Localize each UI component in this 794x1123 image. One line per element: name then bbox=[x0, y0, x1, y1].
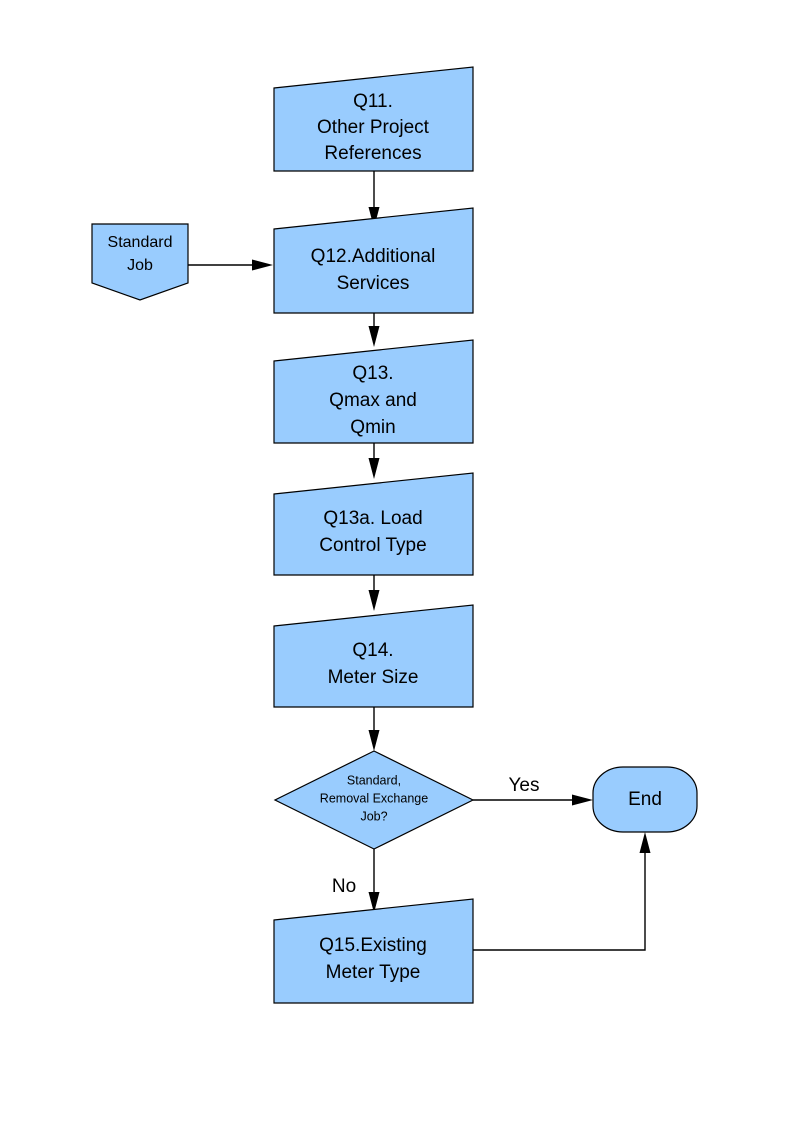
edge-q13a-q14 bbox=[368, 575, 380, 611]
node-q11-line-3: References bbox=[324, 143, 421, 164]
arrowhead-icon bbox=[368, 326, 380, 347]
edge-label-yes: Yes bbox=[509, 775, 540, 796]
edge-q14-decision bbox=[368, 707, 380, 751]
node-q15[interactable]: Q15.Existing Meter Type bbox=[273, 898, 474, 1004]
node-standard-job-line-2: Job bbox=[127, 257, 153, 274]
node-q14-line-2: Meter Size bbox=[328, 667, 419, 688]
node-q13a[interactable]: Q13a. Load Control Type bbox=[273, 472, 474, 576]
node-q12-line-1: Q12.Additional bbox=[311, 246, 436, 267]
node-q12-line-2: Services bbox=[337, 273, 410, 294]
node-q13a-line-2: Control Type bbox=[319, 535, 426, 556]
arrowhead-icon bbox=[572, 794, 593, 806]
node-q11-line-1: Q11. bbox=[353, 91, 393, 112]
arrowhead-icon bbox=[639, 832, 651, 853]
node-end-shape[interactable] bbox=[592, 766, 698, 833]
arrowhead-icon bbox=[368, 730, 380, 751]
node-decision-line-1: Standard, bbox=[347, 773, 401, 787]
node-decision[interactable]: Standard, Removal Exchange Job? bbox=[273, 750, 475, 850]
node-q12-shape[interactable] bbox=[273, 207, 474, 314]
edge-q13-q13a bbox=[368, 443, 380, 479]
node-q15-line-1: Q15.Existing bbox=[319, 935, 427, 956]
edge-line bbox=[472, 847, 646, 951]
edge-decision-q15: No bbox=[332, 849, 380, 913]
node-standard-job-line-1: Standard bbox=[108, 234, 173, 251]
node-standard-job-shape[interactable] bbox=[91, 223, 189, 301]
edge-q11-q12 bbox=[368, 171, 380, 228]
arrowhead-icon bbox=[368, 458, 380, 479]
node-q11-shape[interactable] bbox=[273, 66, 474, 172]
node-q13a-line-1: Q13a. Load bbox=[323, 508, 422, 529]
node-q14[interactable]: Q14. Meter Size bbox=[273, 604, 474, 708]
node-q14-line-1: Q14. bbox=[352, 640, 393, 661]
node-q13-line-1: Q13. bbox=[352, 363, 393, 384]
node-decision-shape[interactable] bbox=[273, 750, 475, 850]
arrowhead-icon bbox=[368, 892, 380, 913]
node-q11[interactable]: Q11. Other Project References bbox=[273, 66, 474, 172]
edge-q15-end bbox=[472, 832, 651, 951]
node-q14-shape[interactable] bbox=[273, 604, 474, 708]
arrowhead-icon bbox=[368, 207, 380, 228]
edge-q12-q13 bbox=[368, 313, 380, 347]
node-q13-line-2: Qmax and bbox=[329, 390, 417, 411]
arrowhead-icon bbox=[252, 259, 273, 271]
node-q11-line-2: Other Project bbox=[317, 117, 430, 138]
node-q13a-shape[interactable] bbox=[273, 472, 474, 576]
node-end-label: End bbox=[628, 789, 662, 810]
arrowhead-icon bbox=[368, 590, 380, 611]
node-q15-shape[interactable] bbox=[273, 898, 474, 1004]
node-q13-line-3: Qmin bbox=[350, 417, 395, 438]
node-q13[interactable]: Q13. Qmax and Qmin bbox=[273, 339, 474, 444]
edge-label-no: No bbox=[332, 876, 356, 897]
edge-decision-end: Yes bbox=[473, 775, 593, 806]
node-end[interactable]: End bbox=[592, 766, 698, 833]
node-standard-job[interactable]: Standard Job bbox=[91, 223, 189, 301]
node-q13-shape[interactable] bbox=[273, 339, 474, 444]
node-decision-line-2: Removal Exchange bbox=[320, 791, 428, 805]
node-q12[interactable]: Q12.Additional Services bbox=[273, 207, 474, 314]
node-q15-line-2: Meter Type bbox=[326, 962, 421, 983]
edge-standard-job-q12 bbox=[188, 259, 273, 271]
node-decision-line-3: Job? bbox=[360, 809, 387, 823]
